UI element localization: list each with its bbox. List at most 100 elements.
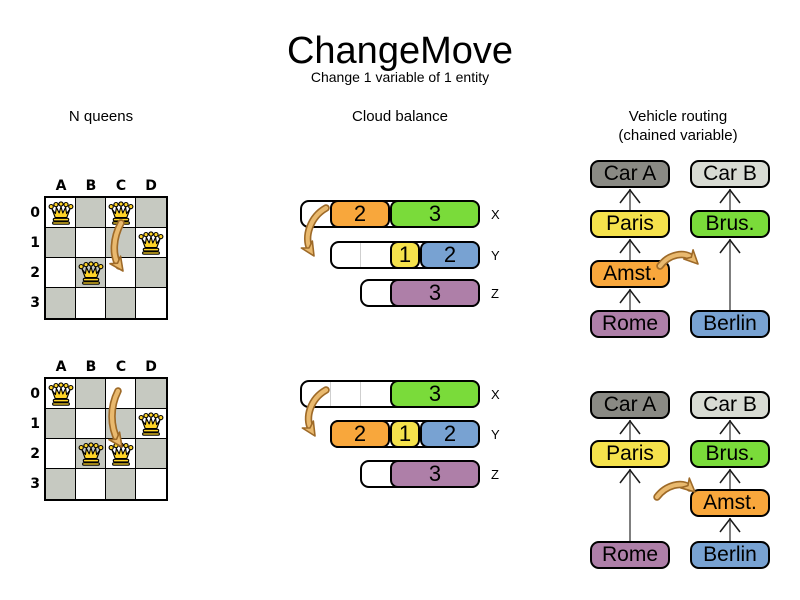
cloud-process-block-blue: 2	[420, 241, 480, 269]
chain-arrowhead-icon	[719, 238, 741, 254]
vehicle-stop-paris-before: Paris	[590, 210, 670, 238]
board-column-header-C: C	[115, 178, 127, 194]
vehicle-stop-rome-before: Rome	[590, 310, 670, 338]
board-column-header-D: D	[145, 359, 157, 375]
cloud-computer-label-Z: Z	[491, 286, 499, 301]
queen-icon	[78, 260, 103, 285]
board-column-header-A: A	[55, 359, 67, 375]
chain-arrowhead-icon	[719, 517, 741, 533]
section-title-vehicle: Vehicle routing (chained variable)	[578, 107, 778, 145]
board-cell-A3	[46, 288, 76, 318]
board-cell-D2	[136, 439, 166, 469]
board-row-header-0: 0	[30, 205, 40, 221]
board-row-header-3: 3	[30, 476, 40, 492]
vehicle-move-arrow-before-head-icon	[683, 249, 699, 265]
chain-arrowhead-icon	[719, 188, 741, 204]
cloud-process-block-purple: 3	[390, 279, 480, 307]
board-cell-A1	[46, 228, 76, 258]
board-cell-D2	[136, 258, 166, 288]
cloud-computer-Z-before: 3	[360, 279, 480, 307]
board-cell-C1	[106, 409, 136, 439]
vehicle-stop-brus-after: Brus.	[690, 440, 770, 468]
capacity-unit-divider	[330, 382, 331, 406]
board-cell-C0	[106, 379, 136, 409]
board-row-header-3: 3	[30, 295, 40, 311]
chain-arrowhead-icon	[719, 468, 741, 484]
board-cell-D0	[136, 379, 166, 409]
board-row-header-1: 1	[30, 235, 40, 251]
board-cell-B3	[76, 469, 106, 499]
vehicle-stop-berlin-before: Berlin	[690, 310, 770, 338]
queen-icon	[48, 200, 73, 225]
vehicle-move-arrow-after-outline	[653, 480, 694, 501]
cloud-process-block-orange: 2	[330, 200, 390, 228]
cloud-computer-Z-after: 3	[360, 460, 480, 488]
cloud-computer-label-Y: Y	[491, 427, 500, 442]
board-row-header-2: 2	[30, 265, 40, 281]
board-column-header-B: B	[85, 359, 97, 375]
vehicle-stop-berlin-after: Berlin	[690, 541, 770, 569]
board-column-header-A: A	[55, 178, 67, 194]
section-title-vehicle-line1: Vehicle routing	[628, 108, 728, 125]
board-column-header-D: D	[145, 178, 157, 194]
page-subtitle: Change 1 variable of 1 entity	[310, 69, 490, 85]
board-cell-A0	[46, 198, 76, 228]
board-cell-B2	[76, 439, 106, 469]
nqueens-board-before	[44, 196, 168, 320]
board-cell-D3	[136, 469, 166, 499]
capacity-unit-divider	[360, 243, 361, 267]
cloud-computer-X-after: 3	[300, 380, 480, 408]
cloud-move-arrow-after-head-icon	[301, 420, 316, 437]
vehicle-stop-paris-after: Paris	[590, 440, 670, 468]
cloud-process-block-green: 3	[390, 380, 480, 408]
board-cell-A3	[46, 469, 76, 499]
board-cell-C2	[106, 258, 136, 288]
board-column-header-C: C	[115, 359, 127, 375]
board-cell-A2	[46, 439, 76, 469]
cloud-computer-label-Y: Y	[491, 248, 500, 263]
vehicle-stop-amst-before: Amst.	[590, 260, 670, 288]
cloud-process-block-blue: 2	[420, 420, 480, 448]
board-column-header-B: B	[85, 178, 97, 194]
board-cell-C3	[106, 469, 136, 499]
queen-icon	[48, 381, 73, 406]
board-row-header-2: 2	[30, 446, 40, 462]
chain-arrowhead-icon	[619, 419, 641, 435]
chain-arrowhead-icon	[619, 238, 641, 254]
board-cell-B1	[76, 228, 106, 258]
board-cell-A2	[46, 258, 76, 288]
board-row-header-1: 1	[30, 416, 40, 432]
queen-icon	[78, 441, 103, 466]
queen-icon	[138, 411, 164, 436]
cloud-process-block-orange: 2	[330, 420, 390, 448]
cloud-move-arrow-before-head-icon	[300, 240, 315, 257]
board-cell-B2	[76, 258, 106, 288]
cloud-process-block-yellow: 1	[390, 420, 420, 448]
board-cell-A1	[46, 409, 76, 439]
vehicle-move-arrow-after	[654, 482, 693, 500]
page-title: ChangeMove	[286, 30, 514, 72]
nqueens-board-after	[44, 377, 168, 501]
vehicle-stop-rome-after: Rome	[590, 541, 670, 569]
board-cell-D1	[136, 409, 166, 439]
board-cell-C0	[106, 198, 136, 228]
board-cell-B1	[76, 409, 106, 439]
queen-icon	[108, 200, 133, 225]
board-cell-D3	[136, 288, 166, 318]
cloud-process-block-green: 3	[390, 200, 480, 228]
vehicle-stop-amst-after: Amst.	[690, 489, 770, 517]
vehicle-stop-carb-before: Car B	[690, 160, 770, 188]
board-cell-B0	[76, 198, 106, 228]
board-cell-A0	[46, 379, 76, 409]
vehicle-stop-carb-after: Car B	[690, 391, 770, 419]
section-title-cloud: Cloud balance	[352, 108, 448, 125]
board-cell-B0	[76, 379, 106, 409]
cloud-computer-label-X: X	[491, 387, 500, 402]
cloud-process-block-purple: 3	[390, 460, 480, 488]
chain-arrowhead-icon	[619, 468, 641, 484]
chain-arrowhead-icon	[619, 188, 641, 204]
